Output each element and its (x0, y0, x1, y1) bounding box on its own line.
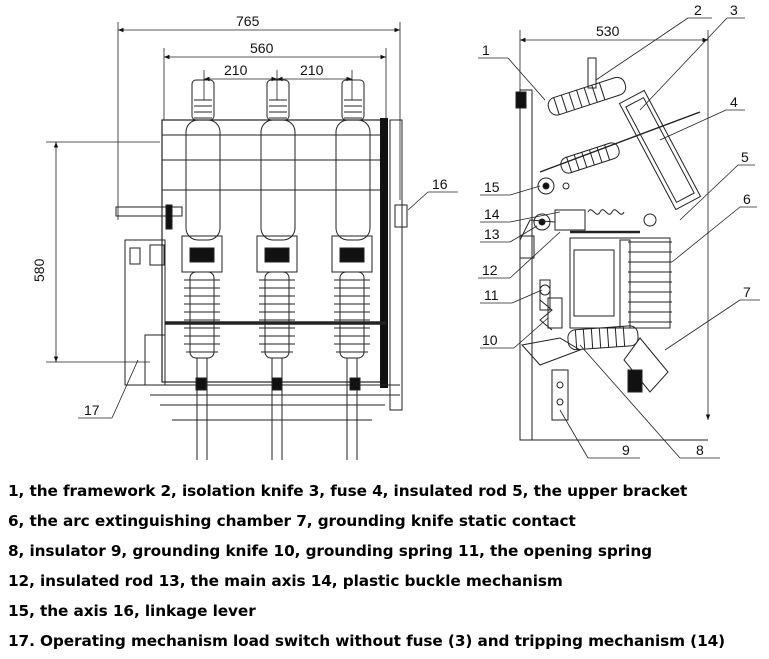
phase-2 (256, 79, 298, 460)
front-view: 765 560 210 210 580 (31, 13, 458, 460)
dim-530: 530 (596, 23, 620, 39)
dimension-phase-pitch: 210 210 (203, 62, 353, 100)
dim-210-left: 210 (224, 62, 248, 78)
dim-210-right: 210 (300, 62, 324, 78)
callout-2: 2 (694, 2, 702, 18)
callout-1: 1 (482, 42, 490, 58)
callout-3: 3 (730, 2, 738, 18)
legend-line-3: 8, insulator 9, grounding knife 10, grou… (8, 542, 652, 560)
legend-line-2: 6, the arc extinguishing chamber 7, grou… (8, 512, 576, 530)
callout-8: 8 (696, 442, 704, 458)
dim-560: 560 (250, 40, 274, 56)
legend-line-5: 15, the axis 16, linkage lever (8, 602, 256, 620)
parts-legend: 1, the framework 2, isolation knife 3, f… (8, 476, 768, 656)
phase-3 (331, 79, 373, 460)
phase-1 (181, 79, 223, 460)
callout-11: 11 (484, 287, 499, 303)
dimension-overall-width: 765 (117, 13, 401, 220)
callout-14: 14 (484, 206, 500, 222)
side-view: 530 (478, 2, 760, 459)
callout-7: 7 (743, 284, 751, 300)
callout-6: 6 (743, 191, 751, 207)
callout-9: 9 (622, 442, 630, 458)
legend-line-6: 17. Operating mechanism load switch with… (8, 632, 726, 650)
dimension-frame-width: 560 (163, 40, 387, 120)
callout-4: 4 (730, 94, 738, 110)
dimension-depth: 530 (519, 23, 709, 140)
dim-580: 580 (31, 258, 47, 282)
callout-15: 15 (484, 179, 500, 195)
callout-12: 12 (482, 262, 498, 278)
legend-line-4: 12, insulated rod 13, the main axis 14, … (8, 572, 563, 590)
callout-5: 5 (741, 149, 749, 165)
dim-765: 765 (236, 13, 260, 29)
callout-10: 10 (482, 332, 498, 348)
callout-16: 16 (432, 176, 448, 192)
legend-line-1: 1, the framework 2, isolation knife 3, f… (8, 482, 688, 500)
dimension-height: 580 (31, 141, 160, 363)
callout-17: 17 (84, 402, 100, 418)
technical-drawing: 765 560 210 210 580 (31, 2, 760, 460)
callout-13: 13 (484, 226, 500, 242)
